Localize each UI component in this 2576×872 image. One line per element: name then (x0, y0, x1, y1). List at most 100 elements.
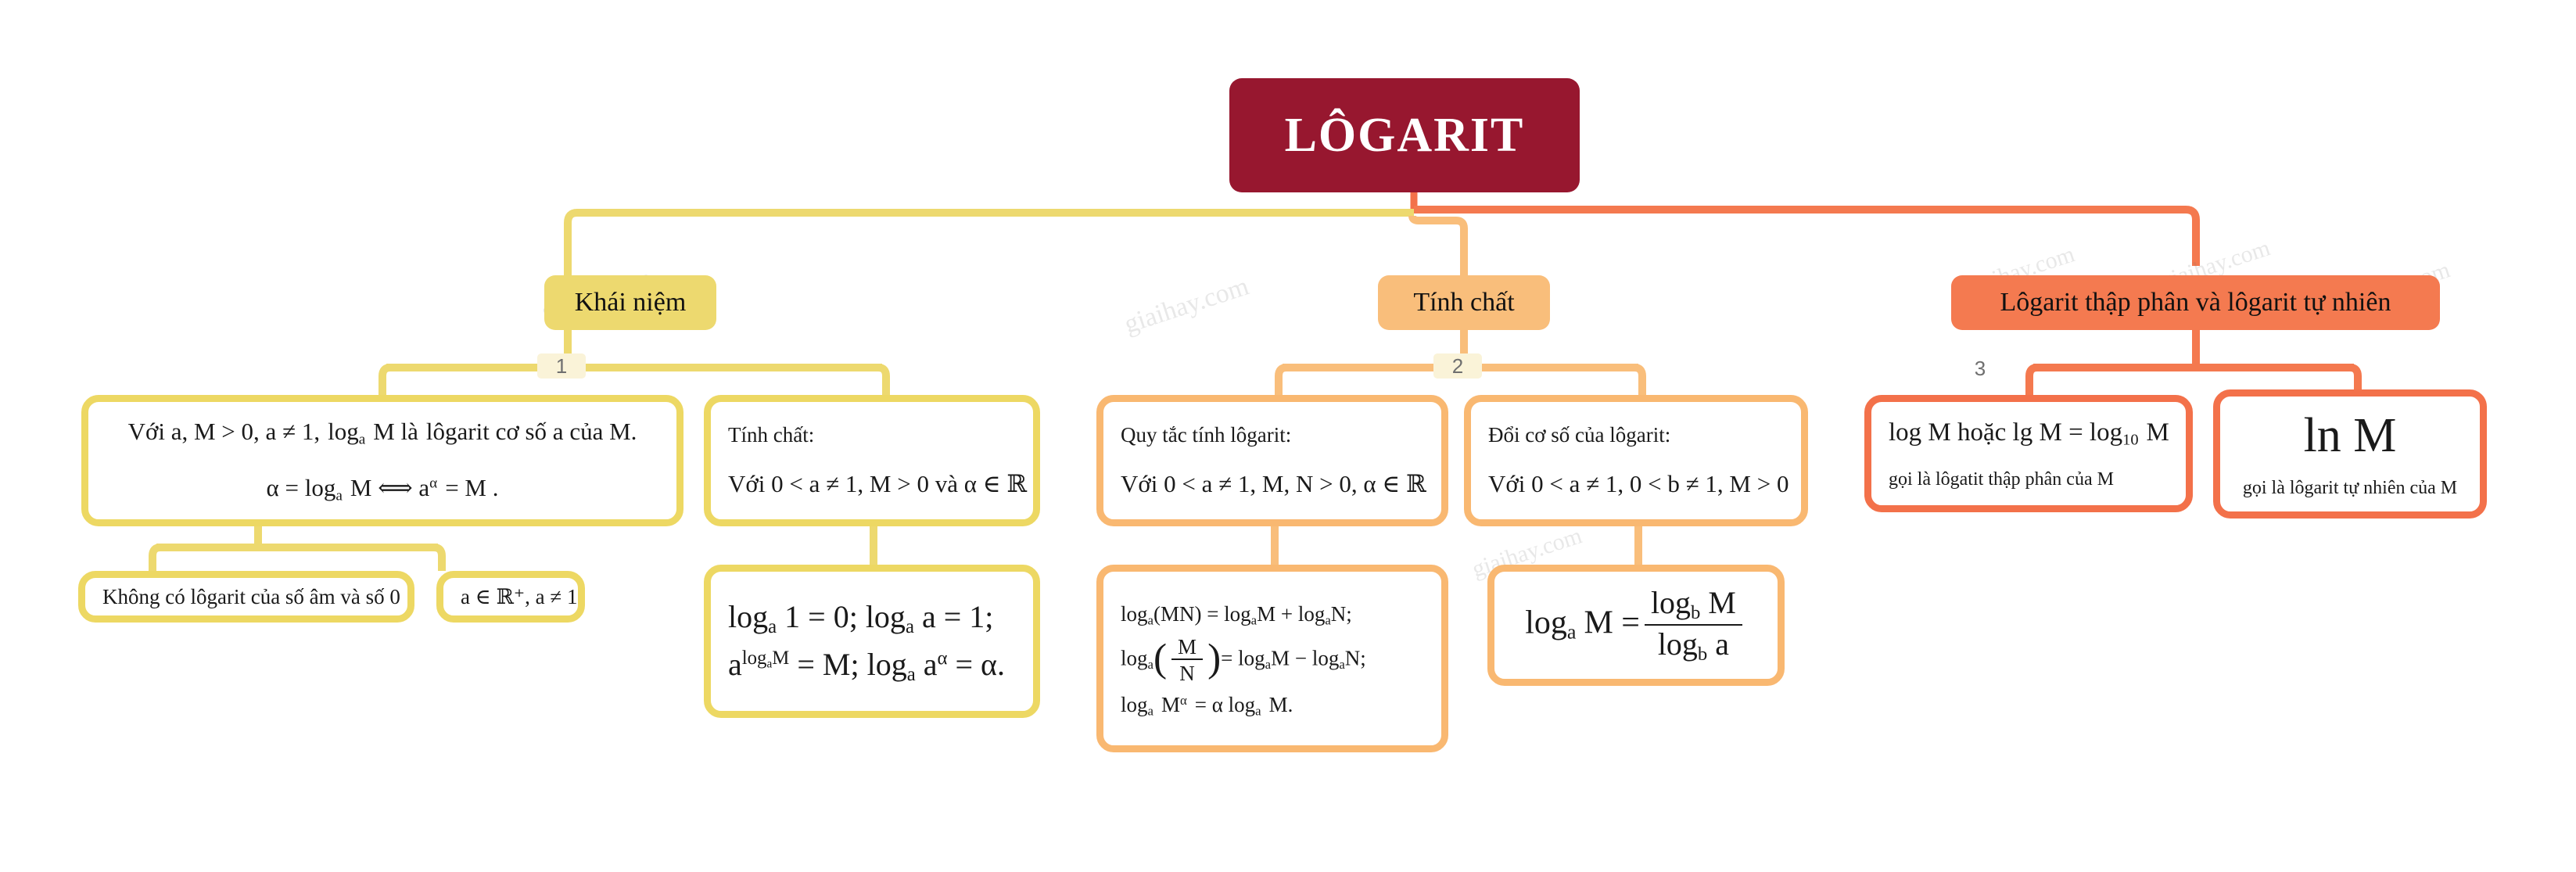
leaf-no-log-negative: Không có lôgarit của số âm và số 0 (78, 571, 414, 623)
argument-m: M (772, 648, 790, 669)
branch-node-logarit-thap-phan[interactable]: Lôgarit thập phân và lôgarit tự nhiên (1951, 275, 2440, 330)
leaf-change-of-base: Đổi cơ số của lôgarit: Với 0 < a ≠ 1, 0 … (1464, 395, 1808, 526)
leaf-base-condition: a ∈ ℝ⁺, a ≠ 1 (436, 571, 585, 623)
log-token: log (1650, 584, 1691, 620)
note-text: a ∈ ℝ⁺, a ≠ 1 (461, 584, 578, 608)
formula-end: N; (1330, 602, 1352, 626)
argument-equals: M = (1584, 605, 1640, 641)
branch-node-tinh-chat[interactable]: Tính chất (1378, 275, 1550, 330)
log-token: log (1525, 605, 1567, 641)
branch-label: Tính chất (1413, 288, 1515, 318)
log-token: log (728, 598, 769, 634)
argument-m: M (2146, 418, 2169, 447)
log-base: a (1255, 703, 1261, 719)
rules-condition: Với 0 < a ≠ 1, M, N > 0, α ∈ ℝ (1121, 470, 1426, 498)
branch-label: Lôgarit thập phân và lôgarit tự nhiên (2000, 288, 2391, 318)
diagram-title-text: LÔGARIT (1284, 109, 1525, 162)
branch-number-2: 2 (1433, 353, 1482, 379)
log-base: b (1690, 601, 1701, 623)
branch-node-khai-niem[interactable]: Khái niệm (544, 275, 716, 330)
right-paren: ) (1207, 635, 1222, 680)
branch-number-3: 3 (1974, 356, 1986, 380)
natural-log-caption: gọi là lôgarit tự nhiên của M (2242, 477, 2458, 498)
log-base: a (1339, 656, 1345, 672)
exponent: α (1179, 693, 1187, 709)
diagram-title: LÔGARIT (1229, 78, 1580, 192)
log-base: a (768, 615, 777, 637)
formula-mid: 1 = 0; log (784, 598, 906, 634)
log-base: a (1566, 620, 1577, 644)
definition-italic: lôgarit cơ số a của M. (425, 418, 637, 446)
formula-mid: = M; log (797, 647, 907, 682)
leaf-concept-properties: Tính chất: Với 0 < a ≠ 1, M > 0 và α ∈ ℝ (704, 395, 1040, 526)
rules-header: Quy tắc tính lôgarit: (1121, 422, 1292, 447)
log-token: log (741, 648, 767, 669)
change-base-condition: Với 0 < a ≠ 1, 0 < b ≠ 1, M > 0 (1488, 470, 1789, 498)
log-token: log (1657, 626, 1698, 662)
formula-end: M. (1268, 693, 1293, 717)
log-base: a (1147, 703, 1153, 719)
leaf-log-rules: Quy tắc tính lôgarit: Với 0 < a ≠ 1, M, … (1096, 395, 1448, 526)
leaf-decimal-logarithm: log M hoặc lg M = log10 M gọi là lôgatit … (1864, 395, 2193, 512)
decimal-log-caption: gọi là lôgatit thập phân của M (1889, 468, 2114, 490)
log-expression: log M hoặc lg M = log (1889, 418, 2123, 447)
alpha-equals-log: α = log (266, 474, 336, 501)
base-a: a (923, 647, 938, 682)
base-a: a (728, 647, 742, 682)
log-base: a (1147, 613, 1153, 629)
formula-end: a = 1; (921, 598, 994, 634)
log-base: a (1250, 613, 1258, 629)
equivalence: M ⟺ a (350, 474, 430, 501)
log-token: log (328, 418, 359, 446)
log-base: a (766, 657, 773, 671)
argument-m: M (1161, 693, 1180, 717)
properties-header: Tính chất: (728, 422, 815, 447)
log-base: a (1325, 613, 1331, 629)
left-paren: ( (1153, 635, 1168, 680)
definition-end: = M . (445, 474, 499, 501)
log-base: a (358, 431, 366, 448)
formula-mid: M − log (1271, 646, 1340, 670)
formula-natural-log: ln M (2303, 409, 2397, 463)
definition-mid: M là (373, 418, 418, 446)
definition-line-2: α = loga M ⟺ aα = M . (88, 471, 676, 507)
properties-condition: Với 0 < a ≠ 1, M > 0 và α ∈ ℝ (728, 470, 1028, 498)
formula-end: N; (1344, 646, 1366, 670)
definition-prefix: Với a, M > 0, a ≠ 1, (127, 418, 321, 446)
change-base-header: Đổi cơ số của lôgarit: (1488, 422, 1671, 447)
log-base: a (335, 487, 343, 504)
formula-mid: M + log (1257, 602, 1326, 626)
numerator: M (1171, 635, 1204, 660)
log-base: 10 (2122, 431, 2139, 449)
log-base: a (906, 663, 916, 685)
formula-mid: = log (1221, 646, 1265, 670)
leaf-natural-logarithm: ln M gọi là lôgarit tự nhiên của M (2213, 389, 2487, 519)
branch-label: Khái niệm (574, 288, 687, 318)
log-token: log (1121, 602, 1148, 626)
argument-m: M (1708, 584, 1736, 620)
argument-a: a (1715, 626, 1729, 662)
formula-mid: = α log (1194, 693, 1256, 717)
log-base: a (1265, 656, 1272, 672)
denominator: N (1179, 662, 1195, 685)
note-text: Không có lôgarit của số âm và số 0 (102, 584, 400, 608)
formula-decimal-log: log M hoặc lg M = log10 M (1871, 414, 2186, 452)
formula-log-product: loga(MN) = logaM + logaN; (1103, 596, 1441, 630)
formula-end: = α. (955, 647, 1005, 682)
exponent: α (429, 475, 438, 492)
